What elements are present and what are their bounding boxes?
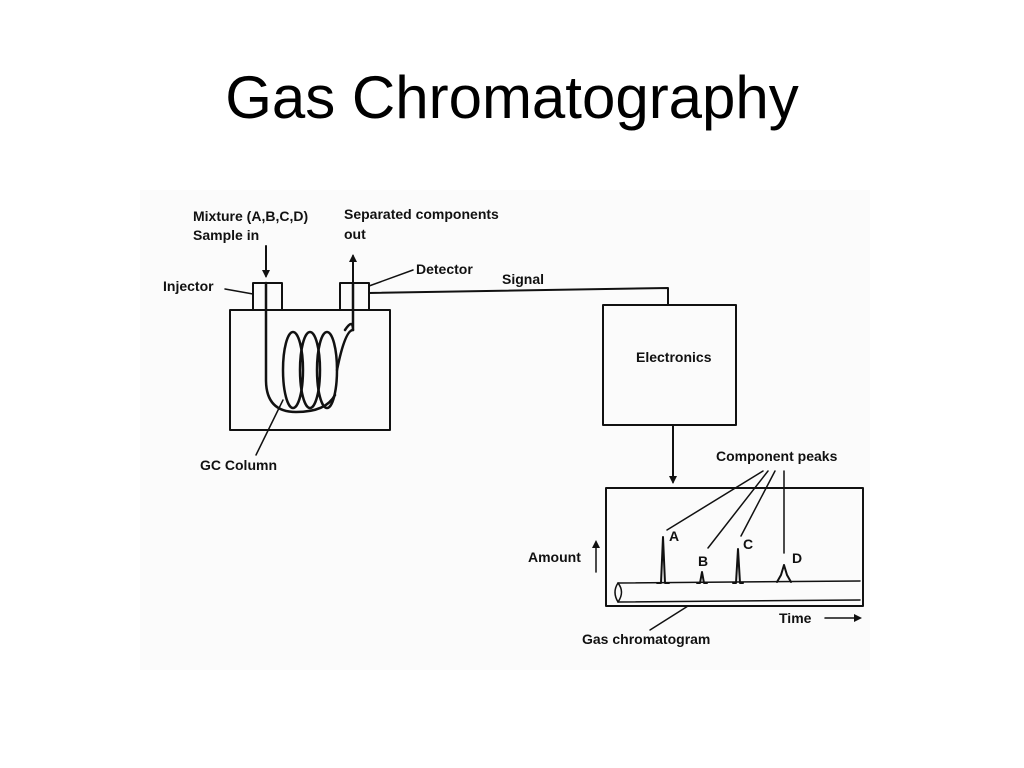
oven-box xyxy=(229,309,391,431)
peak-label-b: B xyxy=(698,553,708,569)
signal-wire xyxy=(368,287,669,306)
gas-chromatogram-label: Gas chromatogram xyxy=(582,631,710,647)
separated-label-line1: Separated components xyxy=(344,206,499,222)
peak-d xyxy=(776,564,792,583)
separated-label-line2: out xyxy=(344,226,366,242)
mixture-label-line1: Mixture (A,B,C,D) xyxy=(193,208,308,224)
time-label: Time xyxy=(779,610,812,626)
mixture-label-line2: Sample in xyxy=(193,227,259,243)
gc-column-leader xyxy=(255,399,284,456)
detector-leader xyxy=(368,269,414,287)
gas-chromatogram-leader xyxy=(649,605,689,631)
detector-label: Detector xyxy=(416,261,473,277)
component-peaks-label: Component peaks xyxy=(716,448,838,464)
electronics-label: Electronics xyxy=(636,349,712,365)
slide-title: Gas Chromatography xyxy=(225,64,799,131)
gc-column-coil xyxy=(264,281,355,414)
amount-label: Amount xyxy=(528,549,581,565)
peak-c xyxy=(732,548,744,584)
chromatogram-trace xyxy=(614,580,861,603)
electronics-box xyxy=(602,304,737,426)
detector-port xyxy=(339,282,370,311)
signal-label: Signal xyxy=(502,271,544,287)
peak-label-d: D xyxy=(792,550,802,566)
injector-label: Injector xyxy=(163,278,214,294)
recorder-box xyxy=(605,487,864,607)
injector-leader xyxy=(224,288,254,295)
peak-label-c: C xyxy=(743,536,753,552)
peak-b xyxy=(696,571,708,584)
injector-port xyxy=(252,282,283,311)
peak-label-a: A xyxy=(669,528,679,544)
gc-column-label: GC Column xyxy=(200,457,277,473)
peak-a xyxy=(656,536,670,584)
component-peaks-leaders xyxy=(666,470,785,554)
